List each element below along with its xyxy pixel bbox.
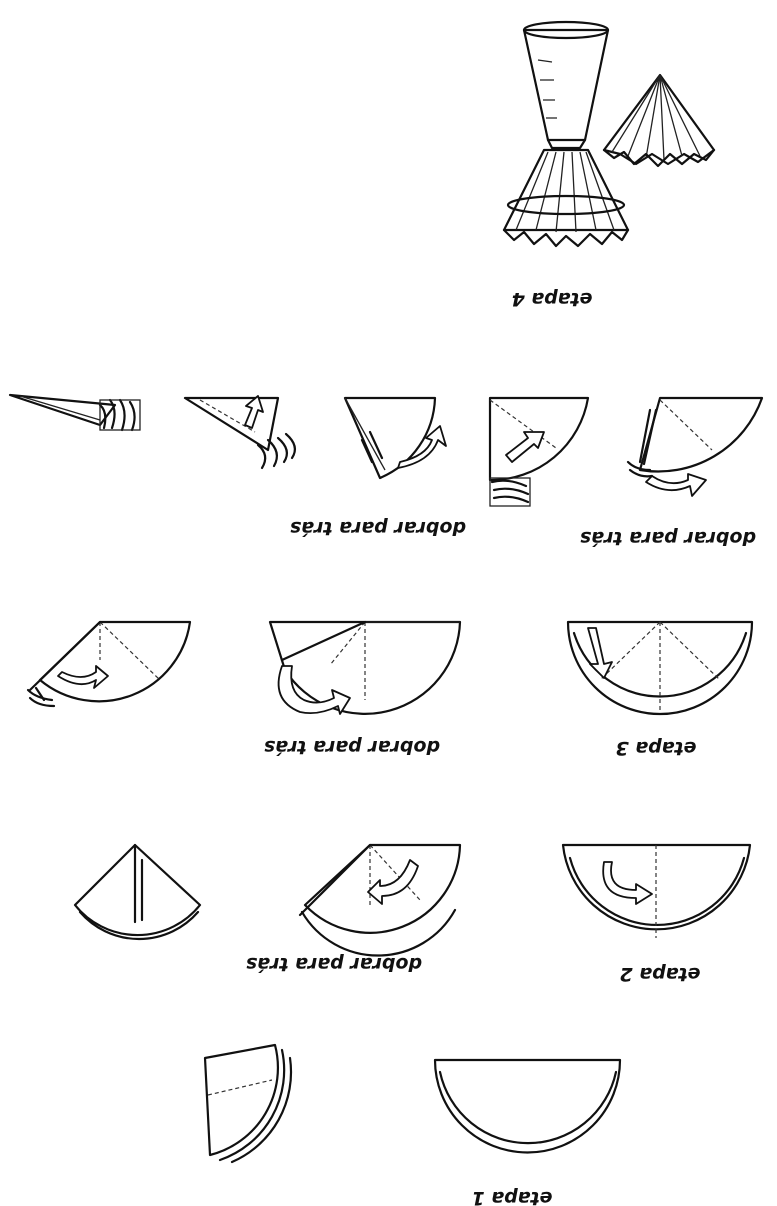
row2-figure-1 — [10, 395, 140, 430]
row3-figure-1 — [28, 622, 190, 706]
row2-figure-3 — [345, 398, 446, 478]
row5-figure-2 — [435, 1060, 620, 1153]
row2-figure-2 — [185, 396, 295, 468]
back-fold-label-2: dobrar para trás — [580, 527, 756, 549]
row5-figure-1 — [205, 1045, 291, 1162]
step4-glass-with-flower — [504, 22, 628, 246]
back-fold-label-3: dobrar para trás — [264, 736, 440, 758]
row2-figure-5 — [628, 398, 762, 496]
row4-figure-3 — [563, 845, 750, 938]
row3-figure-2 — [270, 622, 460, 714]
row4-figure-2 — [300, 845, 460, 956]
back-fold-label-4: dobrar para trás — [246, 953, 422, 975]
etapa1-label: etapa 1 — [471, 1187, 552, 1206]
row2-figure-4 — [490, 398, 588, 506]
row4-figure-1 — [75, 845, 200, 939]
etapa4-label: etapa 4 — [511, 288, 592, 310]
etapa2-label: etapa 2 — [619, 963, 700, 985]
row3-figure-3 — [568, 622, 752, 714]
step4-loose-flower — [604, 75, 714, 166]
back-fold-label-1: dobrar para trás — [290, 517, 466, 539]
etapa3-label: etapa 3 — [615, 737, 696, 759]
